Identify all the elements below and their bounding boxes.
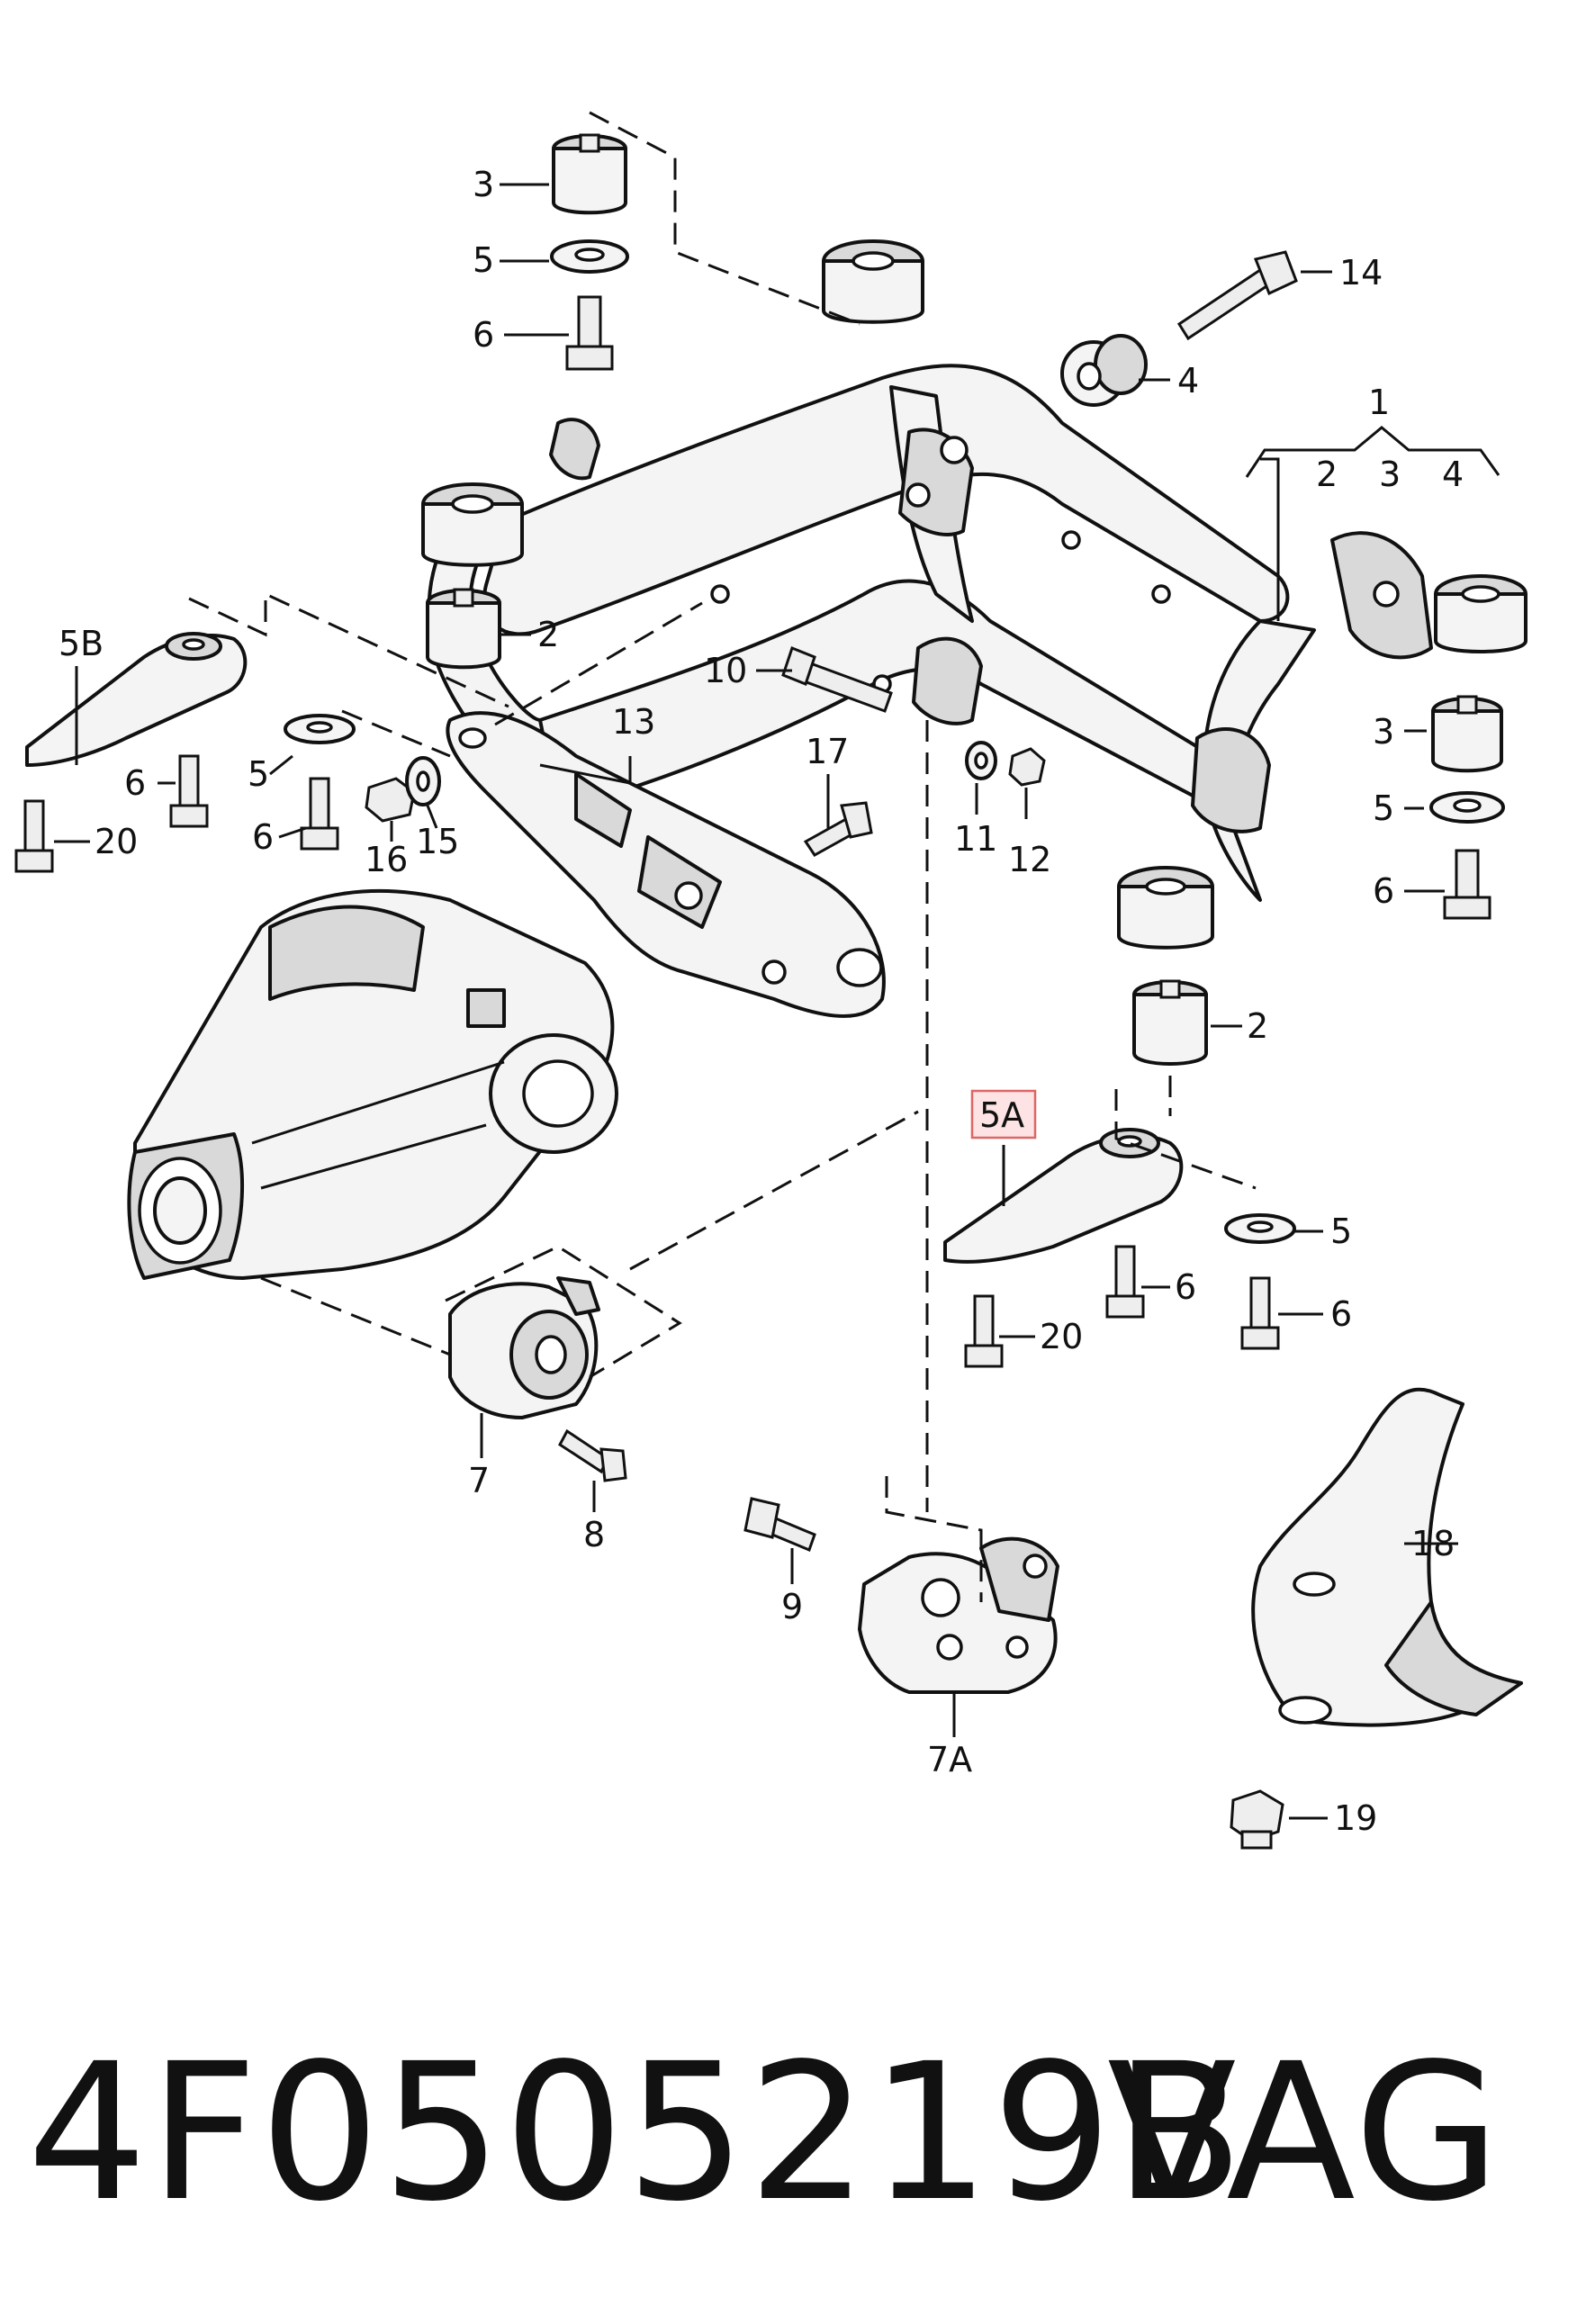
callout-5-right: 5 [1373, 788, 1394, 828]
bolt-6-top [565, 295, 614, 371]
washer-5-lower-right [1224, 1213, 1296, 1244]
callout-13: 13 [612, 702, 655, 742]
exploded-parts-diagram: 3 5 6 14 4 1 2 3 4 2 3 5 6 2 5B 20 6 5 6… [14, 111, 1527, 1850]
bolt-6-right-a [1105, 1245, 1145, 1319]
callout-3-bracket: 3 [1379, 455, 1401, 494]
callout-5A: 5A [979, 1095, 1024, 1135]
dash-line-7 [629, 1110, 919, 1271]
callout-6-left-b: 6 [252, 817, 274, 857]
washer-5-right [1429, 791, 1505, 824]
subframe-bushing-front-left [421, 482, 524, 567]
carrier-bracket-13 [446, 711, 886, 1018]
callout-12: 12 [1008, 840, 1051, 879]
bolt-14 [1176, 250, 1298, 341]
callout-4-top: 4 [1177, 361, 1199, 401]
highlight-box-5A [970, 1089, 1037, 1139]
assembly-bracket-1 [1245, 426, 1500, 478]
bolt-6-left-b [300, 777, 339, 851]
washer-5-top [550, 239, 629, 274]
callout-3-top: 3 [473, 165, 494, 204]
bolt-9 [743, 1497, 816, 1552]
subframe-bushing-front-right [1117, 866, 1214, 950]
callout-1: 1 [1368, 383, 1390, 422]
callout-16: 16 [365, 840, 408, 879]
bolt-6-left-a [169, 754, 209, 828]
subframe-bushing-rear-right [1434, 574, 1527, 653]
bolt-17 [803, 801, 873, 857]
bracket-5B [25, 632, 248, 767]
washer-5-left [284, 714, 356, 744]
dash-line-6 [1114, 1089, 1257, 1190]
leader-lines [54, 183, 1458, 1820]
callout-6-left-a: 6 [124, 763, 146, 803]
nut-16 [365, 777, 416, 823]
dash-line-2 [188, 591, 509, 708]
dash-line-3 [341, 709, 451, 758]
dash-line-1 [589, 111, 861, 326]
dash-line-4 [494, 601, 703, 726]
bushing-3-right [1431, 695, 1503, 773]
callout-10: 10 [704, 651, 747, 690]
bushing-4 [1060, 334, 1148, 407]
callout-18: 18 [1411, 1524, 1455, 1563]
callout-2-right: 2 [1247, 1006, 1268, 1046]
bushing-2-right [1132, 979, 1208, 1066]
callout-5-lower-right: 5 [1330, 1212, 1352, 1251]
shield-18 [1251, 1387, 1523, 1727]
callout-6-right: 6 [1373, 871, 1394, 911]
nut-19 [1230, 1789, 1284, 1850]
callout-20-right: 20 [1040, 1317, 1083, 1356]
callout-17: 17 [806, 732, 849, 771]
washer-11 [965, 741, 997, 780]
callout-6-right-a: 6 [1175, 1267, 1196, 1307]
callout-14: 14 [1339, 253, 1383, 293]
bolt-6-right-b [1240, 1276, 1280, 1350]
callout-6-top: 6 [473, 315, 494, 355]
dash-line-10 [885, 1476, 983, 1602]
brand-name: VAG [1107, 2022, 1502, 2243]
bushing-3-top [552, 133, 627, 215]
callout-2-bracket: 2 [1316, 455, 1338, 494]
rear-differential [127, 889, 618, 1280]
washer-15 [405, 756, 441, 806]
callout-7A: 7A [927, 1740, 972, 1779]
subframe-bushing-rear-left [822, 239, 924, 324]
nut-12 [1008, 747, 1046, 787]
bolt-20-right [964, 1294, 1004, 1368]
bolt-8 [558, 1428, 627, 1482]
callout-7: 7 [468, 1461, 490, 1500]
callout-3-right: 3 [1373, 712, 1394, 752]
callout-5-top: 5 [473, 240, 494, 280]
part-number: 4F0505219B [27, 2022, 1246, 2243]
callout-15: 15 [416, 822, 459, 861]
callout-labels: 3 5 6 14 4 1 2 3 4 2 3 5 6 2 5B 20 6 5 6… [59, 165, 1464, 1838]
callout-5-left: 5 [248, 754, 269, 794]
callout-8: 8 [583, 1515, 605, 1554]
callout-4-bracket: 4 [1442, 455, 1464, 494]
dash-line-9 [445, 1245, 682, 1379]
bushing-2-left [426, 588, 501, 670]
bolt-20-left [14, 799, 54, 873]
callout-5B: 5B [59, 624, 104, 663]
bolt-10 [781, 646, 893, 713]
callout-9: 9 [781, 1587, 803, 1626]
footer: 4F0505219B VAG [0, 2016, 1595, 2286]
callout-19: 19 [1334, 1798, 1377, 1838]
callout-11: 11 [954, 819, 997, 859]
callout-20-left: 20 [95, 822, 138, 861]
diff-mount-7A [858, 1536, 1059, 1694]
dash-line-8 [260, 1276, 451, 1356]
callout-6-right-b: 6 [1330, 1294, 1352, 1334]
callout-2-left: 2 [537, 615, 559, 654]
bolt-6-right [1443, 849, 1491, 920]
diff-mount-7 [448, 1276, 600, 1419]
